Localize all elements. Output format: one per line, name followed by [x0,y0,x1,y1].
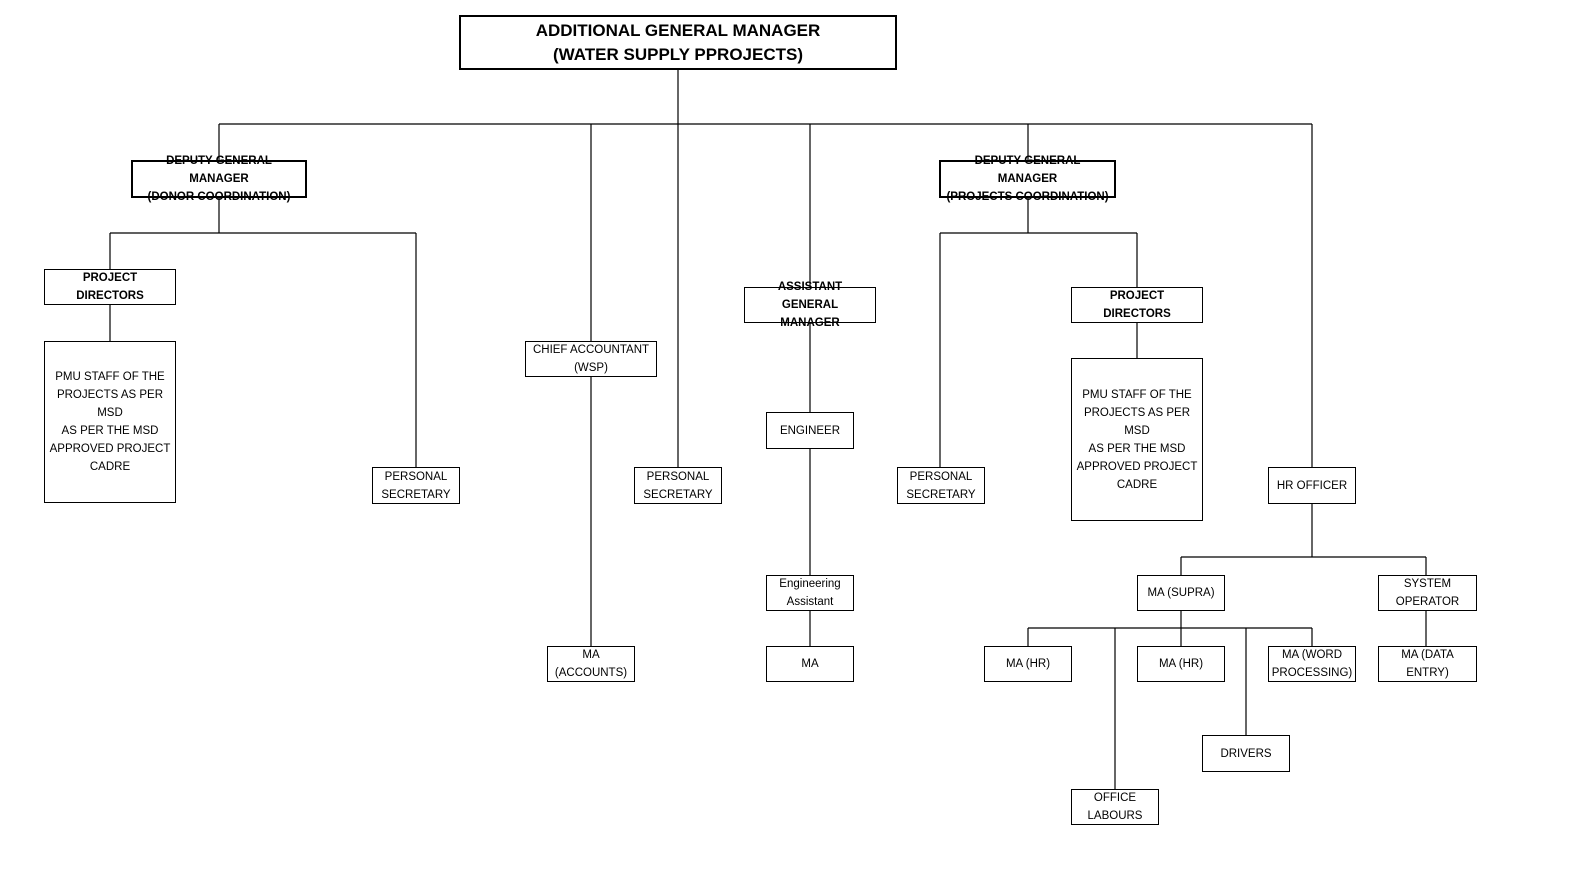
node-line: CHIEF ACCOUNTANT [532,344,650,356]
node-label: MA (SUPRA) [1147,587,1215,599]
node-line: SECRETARY [381,488,451,501]
node-line: MA (WORD [1281,649,1343,661]
node-ma-word-processing: MA (WORD PROCESSING) [1268,646,1356,682]
node-line: APPROVED PROJECT [1076,460,1198,473]
node-personal-secretary-agm: PERSONAL SECRETARY [634,467,722,504]
node-line: PMU STAFF OF THE [55,371,165,383]
node-line: DEPUTY GENERAL MANAGER [974,155,1081,185]
node-additional-general-manager: ADDITIONAL GENERAL MANAGER (WATER SUPPLY … [459,15,897,70]
node-label: MA [801,658,819,670]
node-label: MA (HR) [1158,658,1204,670]
node-line: (WATER SUPPLY PPROJECTS) [552,44,803,64]
node-dgm-projects-coordination: DEPUTY GENERAL MANAGER (PROJECTS COORDINA… [939,155,1116,203]
node-label: PROJECT DIRECTORS [1103,290,1171,320]
node-dgm-donor-coordination: DEPUTY GENERAL MANAGER (DONOR COORDINATIO… [131,155,307,203]
node-line: PERSONAL [646,470,710,483]
node-pmu-staff-left: PMU STAFF OF THE PROJECTS AS PER MSD AS PE… [44,341,176,503]
node-ma-engineering: MA [766,646,854,682]
node-line: MANAGER [780,317,840,329]
node-line: DEPUTY GENERAL MANAGER [166,155,272,185]
node-line: SECRETARY [906,488,976,501]
node-line: CADRE [1116,478,1158,491]
node-line: AS PER THE MSD [1088,442,1186,455]
node-line: MA [582,649,600,661]
node-engineer: ENGINEER [766,412,854,449]
node-line: ADDITIONAL GENERAL MANAGER [535,20,821,40]
node-label: ENGINEER [779,424,841,437]
node-label: DRIVERS [1220,747,1272,760]
node-line: LABOURS [1087,810,1143,822]
node-assistant-general-manager: ASSISTANT GENERAL MANAGER [744,281,876,329]
node-personal-secretary-projects: PERSONAL SECRETARY [897,467,985,504]
node-line: PMU STAFF OF THE [1082,388,1192,401]
node-line: (DONOR COORDINATION) [147,191,291,203]
node-office-labours: OFFICE LABOURS [1071,789,1159,825]
node-line: (WSP) [574,362,608,374]
node-line: CADRE [89,461,131,473]
node-ma-supra: MA (SUPRA) [1137,575,1225,611]
node-chief-accountant: CHIEF ACCOUNTANT (WSP) [525,341,657,377]
node-line: (PROJECTS COORDINATION) [946,191,1109,203]
node-line: OFFICE [1093,792,1137,804]
node-line: PERSONAL [384,470,448,483]
node-line: PROJECTS AS PER MSD [56,389,164,419]
node-line: ASSISTANT GENERAL [777,281,843,311]
node-line: APPROVED PROJECT [49,443,171,455]
node-hr-officer: HR OFFICER [1268,467,1356,504]
node-personal-secretary-donor: PERSONAL SECRETARY [372,467,460,504]
node-label: HR OFFICER [1276,479,1348,492]
node-system-operator: SYSTEM OPERATOR [1378,575,1477,611]
node-pmu-staff-right: PMU STAFF OF THE PROJECTS AS PER MSD AS PE… [1071,358,1203,521]
node-line: AS PER THE MSD [61,425,159,437]
node-label: MA (HR) [1005,658,1051,670]
node-line: PERSONAL [909,470,973,483]
node-line: OPERATOR [1395,596,1460,608]
node-line: PROCESSING) [1271,667,1353,679]
node-ma-data-entry: MA (DATA ENTRY) [1378,646,1477,682]
node-project-directors-left: PROJECT DIRECTORS [44,269,176,305]
node-ma-accounts: MA (ACCOUNTS) [547,646,635,682]
node-line: Assistant [786,596,834,608]
node-ma-hr-2: MA (HR) [1137,646,1225,682]
node-label: PROJECT DIRECTORS [76,272,144,302]
node-ma-hr-1: MA (HR) [984,646,1072,682]
node-drivers: DRIVERS [1202,735,1290,772]
node-label: MA (DATA ENTRY) [1401,649,1454,679]
node-line: (ACCOUNTS) [554,667,628,679]
node-line: SYSTEM [1403,578,1452,590]
node-project-directors-right: PROJECT DIRECTORS [1071,287,1203,323]
node-line: Engineering [779,578,841,590]
node-line: SECRETARY [643,488,713,501]
node-line: PROJECTS AS PER MSD [1083,406,1191,437]
